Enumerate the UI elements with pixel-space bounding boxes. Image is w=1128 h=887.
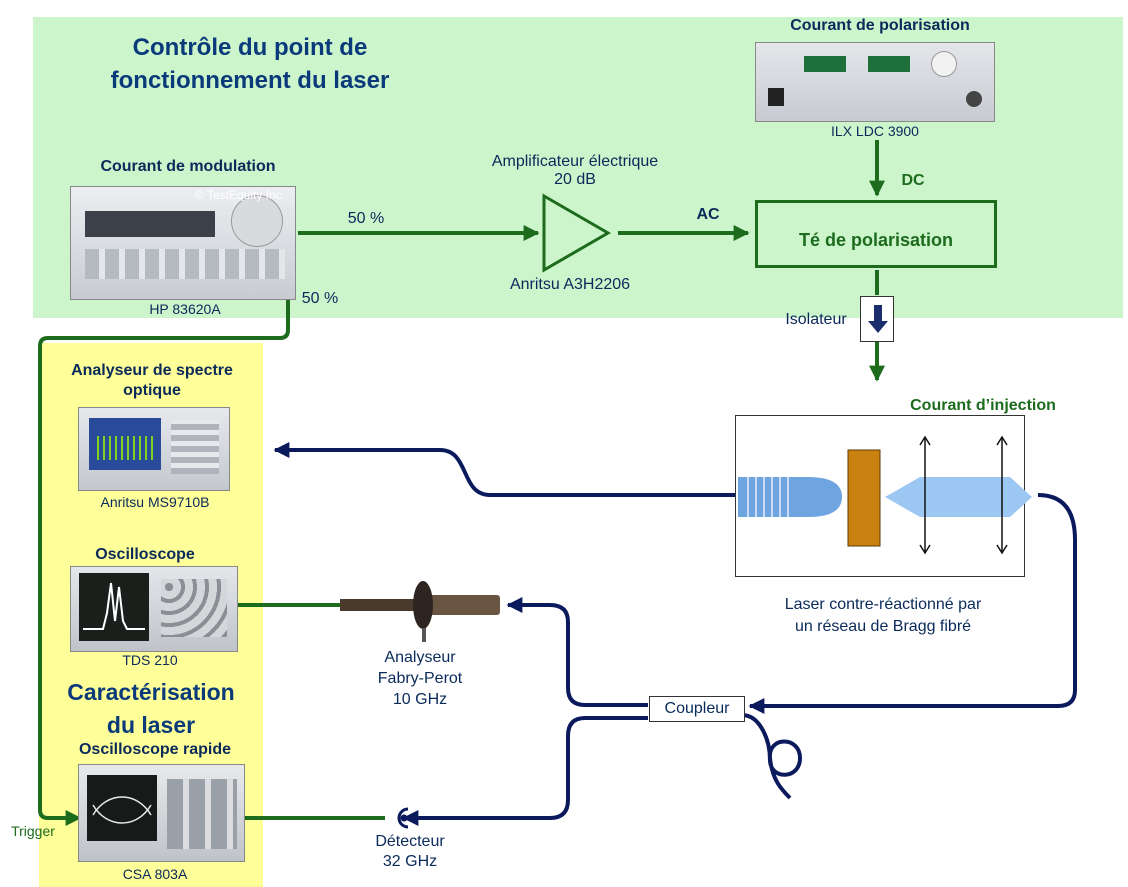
osa-caption: Anritsu MS9710B — [100, 494, 210, 510]
down-arrow-icon — [868, 305, 888, 333]
control-zone-title: Contrôle du point de fonctionnement du l… — [110, 34, 390, 94]
characterization-zone-title: Caractérisation du laser — [67, 679, 235, 738]
fiber-coupler-to-fp — [506, 597, 648, 707]
split-label-b: 50 % — [301, 290, 339, 307]
bias-tee-label: Té de polarisation — [798, 230, 954, 250]
scope-caption: TDS 210 — [122, 652, 178, 668]
laser-caption: Laser contre-réactionné par un réseau de… — [784, 596, 982, 635]
fast-scope-device — [78, 764, 245, 862]
bias-tee-box — [755, 200, 997, 268]
amplifier-caption: Anritsu A3H2206 — [509, 276, 631, 293]
mod-source-device — [70, 186, 296, 300]
bias-source-caption: ILX LDC 3900 — [831, 123, 919, 139]
mod-source-watermark: © TestEquity Inc. — [195, 188, 285, 202]
amplifier-title: Amplificateur électrique 20 dB — [491, 153, 659, 188]
scope-trace — [83, 582, 145, 630]
mod-source-caption: HP 83620A — [149, 301, 221, 317]
injection-current-label: Courant d’injection — [910, 397, 1056, 414]
coupler-box: Coupleur — [649, 696, 745, 722]
link-mod-to-trigger — [38, 292, 290, 826]
scope-device — [70, 566, 238, 652]
isolator-label: Isolateur — [785, 311, 847, 328]
fast-scope-caption: CSA 803A — [122, 866, 188, 882]
osa-device — [78, 407, 230, 491]
ac-label: AC — [696, 206, 720, 223]
detector-label: Détecteur 32 GHz — [375, 833, 445, 870]
mod-source-title: Courant de modulation — [100, 158, 276, 175]
dc-label: DC — [901, 172, 925, 189]
fabry-perot-label: Analyseur Fabry-Perot 10 GHz — [377, 649, 463, 708]
isolator-box — [860, 296, 894, 342]
trigger-label: Trigger — [11, 823, 55, 839]
split-label-a: 50 % — [347, 210, 385, 227]
scope-title: Oscilloscope — [95, 546, 195, 563]
osa-title: Analyseur de spectre optique — [71, 362, 233, 399]
fiber-laser-to-coupler — [748, 493, 1077, 714]
bias-source-device — [755, 42, 995, 122]
fiber-laser-to-osa — [273, 442, 735, 497]
fast-scope-title: Oscilloscope rapide — [78, 741, 232, 758]
bias-source-title: Courant de polarisation — [790, 17, 970, 34]
fiber-coupler-to-detector — [402, 716, 648, 826]
fiber-coil — [741, 713, 803, 800]
eye-trace — [92, 796, 152, 824]
